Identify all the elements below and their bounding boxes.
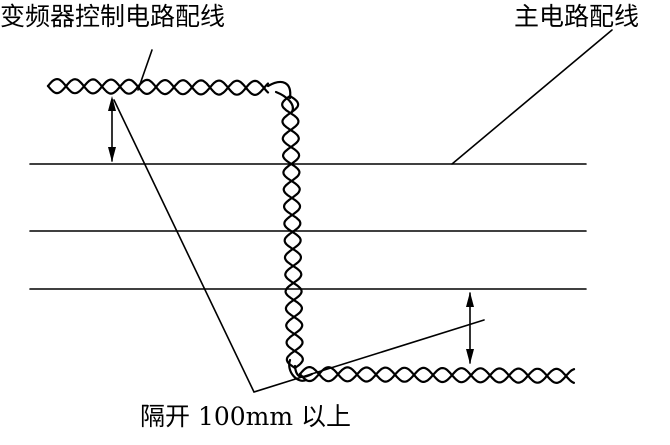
twisted-pair-corner	[293, 364, 314, 379]
twisted-pair-corner	[274, 90, 294, 114]
separation-distance-label: 隔开 100mm 以上	[140, 402, 352, 431]
arrowhead-icon	[466, 292, 474, 307]
arrowhead-icon	[466, 349, 474, 364]
twisted-pair-strand	[298, 366, 576, 385]
main-circuit-wiring-label: 主电路配线	[514, 2, 640, 31]
twisted-pair-strand	[281, 94, 304, 370]
separation-leader-line	[113, 99, 485, 393]
arrowhead-icon	[108, 147, 116, 162]
arrowhead-icon	[108, 96, 116, 111]
twisted-pair-strand	[46, 77, 270, 97]
twisted-pair-cable	[46, 77, 576, 385]
main-circuit-leader-line	[451, 29, 613, 165]
twisted-pair-corner	[266, 80, 292, 100]
vfd-control-wiring-label: 变频器控制电路配线	[0, 2, 226, 31]
twisted-pair-corner	[288, 358, 308, 382]
